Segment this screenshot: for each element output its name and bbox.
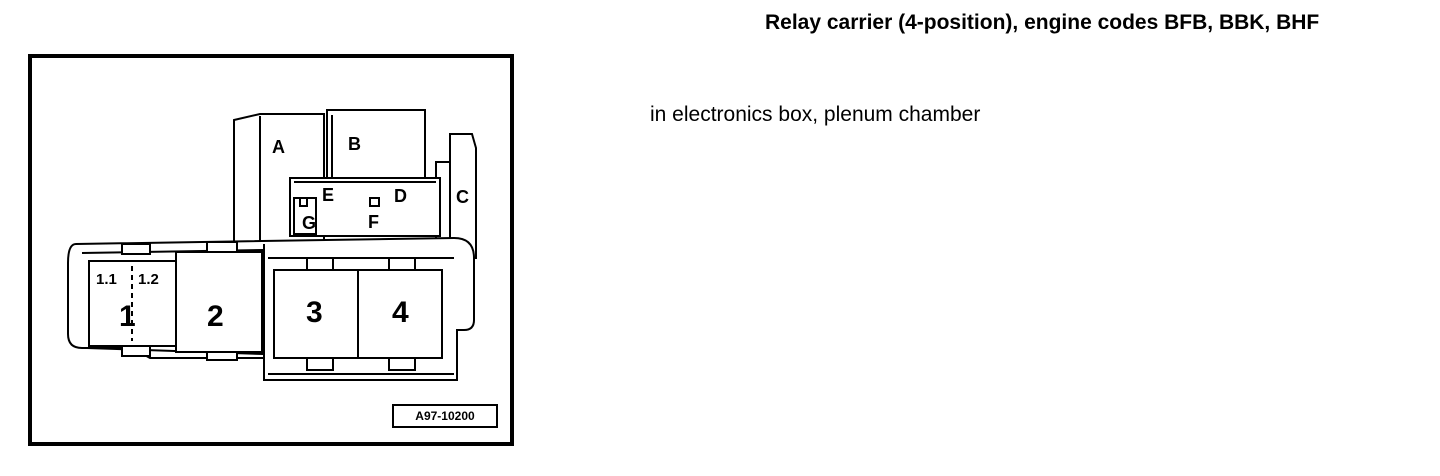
label-g: G (302, 213, 316, 233)
label-a: A (272, 137, 285, 157)
page-title: Relay carrier (4-position), engine codes… (765, 11, 1320, 34)
label-f: F (368, 212, 379, 232)
label-position-2: 2 (207, 300, 224, 333)
label-c: C (456, 187, 469, 207)
label-1-1: 1.1 (96, 271, 117, 288)
label-e: E (322, 185, 334, 205)
label-d: D (394, 186, 407, 206)
label-position-3: 3 (306, 296, 323, 329)
label-position-1: 1 (119, 300, 136, 333)
relay-position-2 (175, 251, 263, 353)
relay-position-3 (273, 269, 359, 359)
label-b: B (348, 134, 361, 154)
location-description: in electronics box, plenum chamber (650, 103, 981, 126)
relay-position-4 (357, 269, 443, 359)
label-position-4: 4 (392, 296, 409, 329)
relay-slot-b (326, 109, 426, 181)
label-1-2: 1.2 (138, 271, 159, 288)
figure-code: A97-10200 (392, 404, 498, 428)
relay-carrier-diagram: A B C D E F G 1.1 1.2 1 2 3 4 (67, 109, 477, 381)
figure-frame: A B C D E F G 1.1 1.2 1 2 3 4 A97-10200 (28, 54, 514, 446)
